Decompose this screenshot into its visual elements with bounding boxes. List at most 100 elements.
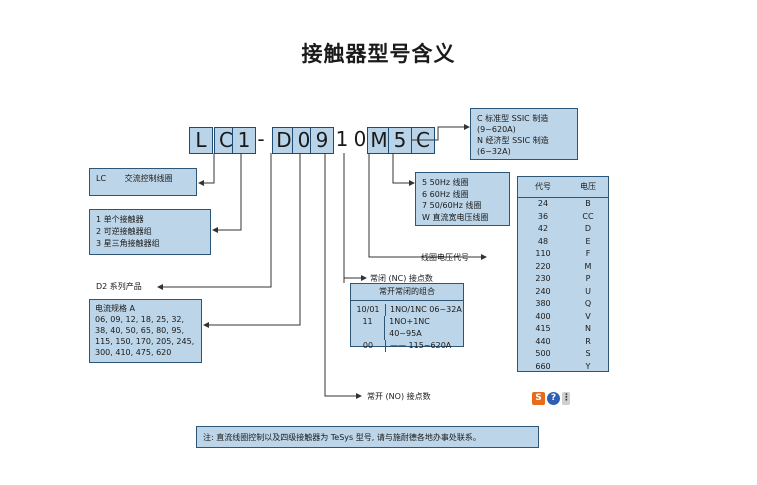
lc-box: LC 交流控制线圈: [89, 168, 197, 196]
connector-type: [212, 153, 242, 233]
voltage-row: 660 Y: [518, 361, 608, 374]
voltage-value: 220: [535, 261, 551, 271]
lc-desc: 交流控制线圈: [124, 174, 173, 183]
config-desc: —— 115~620A: [390, 341, 452, 350]
more-button[interactable]: ⋮: [562, 392, 571, 405]
voltage-value: 660: [535, 361, 551, 371]
voltage-code: P: [585, 274, 591, 284]
lc-code: LC: [96, 174, 107, 183]
ssic-line: N 经济型 SSIC 制造: [477, 136, 549, 145]
voltage-row: 24 B: [518, 198, 608, 211]
connector-lc: [198, 153, 215, 186]
ssic-line: (9~620A): [477, 125, 516, 134]
no-label: 常开 (NO) 接点数: [367, 392, 431, 401]
voltage-value: 24: [537, 199, 549, 209]
type-item: 1 单个接触器: [96, 215, 144, 224]
connector-ssic: [411, 124, 470, 141]
voltage-value: 440: [535, 336, 551, 346]
voltage-row: 415 N: [518, 323, 608, 336]
voltage-row: 400 V: [518, 311, 608, 324]
code-char: L: [189, 127, 213, 154]
connector-rating: [203, 153, 301, 328]
rating-title: 电流规格 A: [95, 304, 136, 313]
connector-coil: [368, 153, 487, 260]
voltage-code: R: [585, 336, 591, 346]
voltage-value: 48: [537, 236, 549, 246]
voltage-code: N: [585, 324, 591, 334]
code-char: 9: [310, 127, 334, 154]
code-char: 0: [353, 127, 367, 151]
rating-line: 06, 09, 12, 18, 25, 32,: [95, 315, 185, 324]
voltage-code: V: [585, 311, 591, 321]
config-row: 00 —— 115~620A: [351, 340, 463, 352]
code-char: 1: [335, 127, 349, 151]
note-box: 注: 直流线圈控制以及四级接触器为 TeSys 型号, 请与施耐德各地办事处联系…: [196, 426, 539, 448]
connector-nc: [343, 153, 367, 281]
voltage-value: 42: [537, 224, 549, 234]
voltage-header-voltage: 电压: [580, 182, 596, 191]
voltage-code: B: [585, 199, 591, 209]
ssic-line: (6~32A): [477, 147, 511, 156]
freq-line: 5 50Hz 线圈: [422, 178, 469, 187]
coil-label: 线圈电压代号: [421, 253, 469, 262]
s-button[interactable]: S: [532, 392, 545, 405]
voltage-value: 415: [535, 324, 551, 334]
voltage-value: 110: [535, 249, 551, 259]
code-char: -: [257, 127, 265, 151]
voltage-row: 110 F: [518, 248, 608, 261]
voltage-code: CC: [582, 211, 594, 221]
voltage-value: 400: [535, 311, 551, 321]
freq-line: 6 60Hz 线圈: [422, 189, 469, 199]
config-code: 00: [351, 340, 386, 352]
voltage-row: 380 Q: [518, 298, 608, 311]
ssic-line: C 标准型 SSIC 制造: [477, 114, 549, 123]
connector-freq: [392, 153, 415, 186]
note-text: 注: 直流线圈控制以及四级接触器为 TeSys 型号, 请与施耐德各地办事处联系…: [203, 433, 481, 442]
config-code: 11: [351, 316, 386, 340]
voltage-code: Q: [584, 299, 592, 309]
config-box: 常开常闭的组合 10/01 1NO/1NC 06~32A 11 1NO+1NC …: [350, 283, 464, 352]
type-item: 2 可逆接触器组: [96, 227, 152, 236]
voltage-code: Y: [585, 361, 591, 371]
config-row: 10/01 1NO/1NC 06~32A: [351, 304, 463, 316]
ssic-box: C 标准型 SSIC 制造 (9~620A) N 经济型 SSIC 制造 (6~…: [470, 108, 578, 160]
voltage-value: 240: [535, 286, 551, 296]
connector-no: [324, 153, 362, 399]
voltage-code: F: [585, 249, 591, 259]
rating-line: 300, 410, 475, 620: [95, 348, 172, 357]
freq-line: 7 50/60Hz 线圈: [422, 201, 482, 210]
nc-label: 常闭 (NC) 接点数: [370, 274, 433, 283]
config-desc: 1NO/1NC 06~32A: [390, 305, 462, 314]
rating-box: 电流规格 A 06, 09, 12, 18, 25, 32, 38, 40, 5…: [89, 299, 202, 363]
code-char: 1: [232, 127, 256, 154]
config-title: 常开常闭的组合: [351, 284, 463, 301]
help-button[interactable]: ?: [547, 392, 560, 405]
voltage-header: 代号 电压: [518, 177, 608, 198]
voltage-row: 42 D: [518, 223, 608, 236]
config-code: 10/01: [351, 304, 386, 316]
rating-line: 115, 150, 170, 205, 245,: [95, 337, 195, 346]
voltage-value: 36: [537, 211, 549, 221]
voltage-code: D: [584, 224, 592, 234]
voltage-value: 380: [535, 299, 551, 309]
voltage-code: U: [585, 286, 591, 296]
code-char: 5: [388, 127, 412, 154]
voltage-row: 440 R: [518, 336, 608, 349]
type-box: 1 单个接触器 2 可逆接触器组 3 星三角接触器组: [89, 209, 211, 255]
page-title: 接触器型号含义: [301, 41, 456, 66]
connector-series: [157, 153, 272, 290]
series-label: D2 系列产品: [96, 282, 142, 291]
voltage-header-code: 代号: [535, 182, 551, 191]
voltage-value: 230: [535, 274, 551, 284]
voltage-row: 230 P: [518, 273, 608, 286]
freq-line: W 直流宽电压线圈: [422, 212, 489, 222]
voltage-row: 36 CC: [518, 211, 608, 224]
config-desc: 1NO+1NC 40~95A: [389, 317, 430, 338]
floating-toolbar: S ? ⋮: [532, 392, 571, 405]
type-item: 3 星三角接触器组: [96, 239, 160, 248]
